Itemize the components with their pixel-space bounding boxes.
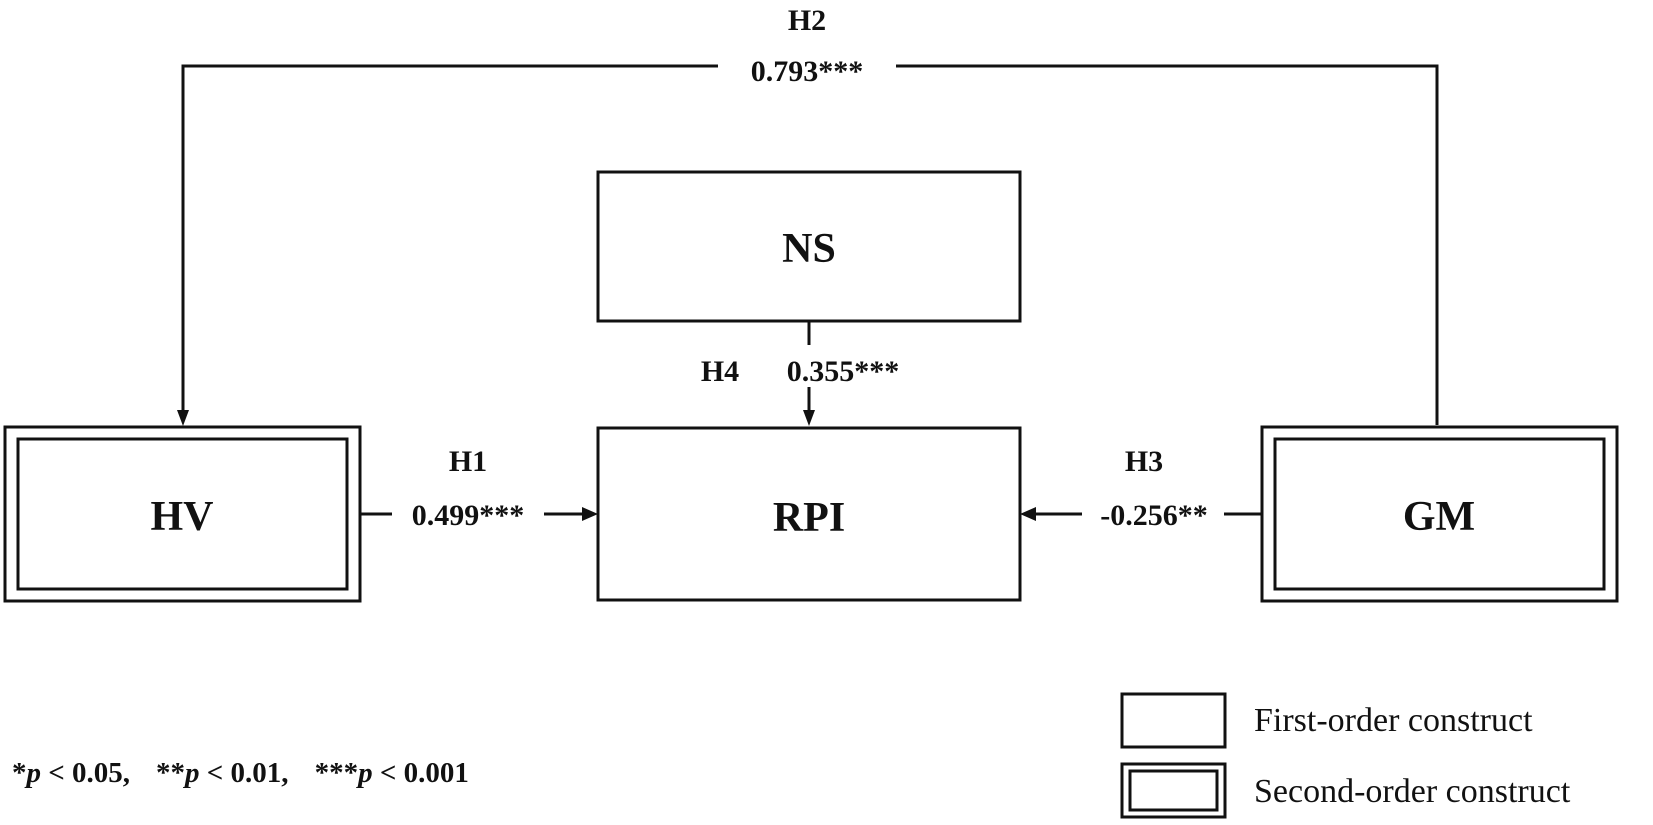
path-h3: H3 -0.256** [1020,445,1262,532]
note-rest-01: < 0.01, [200,757,289,789]
legend: First-order construct Second-order const… [1120,692,1571,819]
path-h3-coefficient: -0.256** [1100,499,1208,532]
path-h1-label: H1 [449,445,487,478]
construct-hv-inner-box [16,437,349,591]
note-p-05: p [24,757,42,789]
significance-note: *p < 0.05,**p < 0.01,***p < 0.001 [12,757,469,789]
path-h4-arrowhead [803,410,815,426]
path-h1: H1 0.499*** [360,445,598,532]
construct-hv: HV [3,425,362,603]
construct-rpi-label: RPI [773,495,845,541]
construct-ns: NS [596,170,1022,323]
path-h1-arrowhead [582,507,598,521]
path-h2-line-right [896,64,1439,425]
path-h2: H2 0.793*** [177,4,1439,426]
path-h2-arrowhead [177,410,189,426]
construct-gm: GM [1260,425,1619,603]
path-h2-coefficient: 0.793*** [751,55,864,88]
note-p-01: p [182,757,200,789]
path-h2-label: H2 [788,4,826,37]
note-stars-001: *** [315,757,359,789]
legend-first-order-swatch [1120,692,1227,749]
path-h4-coefficient: 0.355*** [787,355,900,388]
legend-second-order-swatch-inner [1128,769,1219,812]
path-h2-line-left [181,64,718,412]
construct-ns-box [596,170,1022,323]
path-h1-coefficient: 0.499*** [412,499,525,532]
path-h4: H4 0.355*** [701,321,899,426]
note-rest-05: < 0.05, [41,757,130,789]
note-stars-01: ** [156,757,185,789]
construct-gm-inner-box [1273,437,1606,591]
construct-hv-label: HV [151,494,214,540]
construct-rpi-box [596,426,1022,602]
note-p-001: p [355,757,373,789]
legend-first-order-label: First-order construct [1254,702,1533,739]
note-rest-001: < 0.001 [373,757,469,789]
construct-gm-label: GM [1403,494,1475,540]
construct-ns-label: NS [782,226,836,272]
note-stars-05: * [12,757,27,789]
construct-rpi: RPI [596,426,1022,602]
path-h3-arrowhead [1020,507,1036,521]
legend-second-order-label: Second-order construct [1254,773,1571,810]
path-h4-label: H4 [701,355,739,388]
path-h3-label: H3 [1125,445,1163,478]
